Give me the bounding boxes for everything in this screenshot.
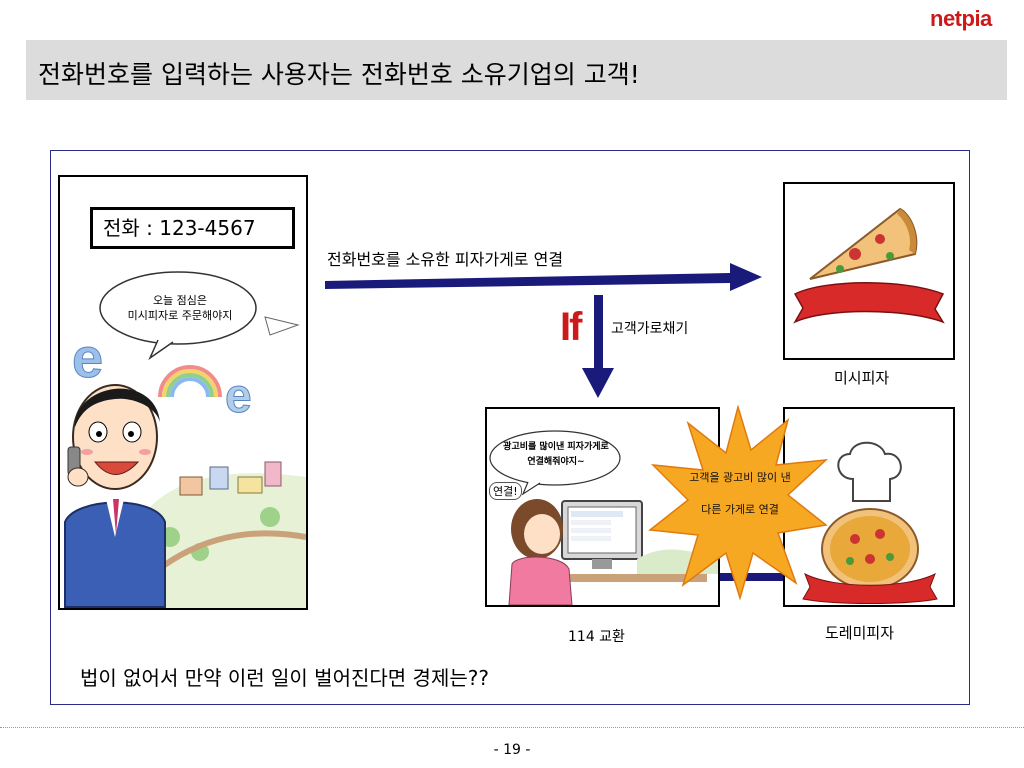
footer-divider xyxy=(0,727,1024,728)
starburst-line: 다른 가게로 연결 xyxy=(701,503,779,516)
caller-speech-bubble xyxy=(99,271,257,360)
dore-pizza-box xyxy=(783,407,955,607)
arrow-to-misi xyxy=(325,263,762,291)
phone-number-label: 전화 : 123-4567 xyxy=(90,207,295,249)
if-label: If xyxy=(560,305,582,349)
page-title: 전화번호를 입력하는 사용자는 전화번호 소유기업의 고객! xyxy=(38,60,640,89)
pizza-slice-icon xyxy=(793,207,945,324)
caller-speech-text: 오늘 점심은 미시피자로 주문해야지 xyxy=(105,293,255,323)
bottom-question: 법이 없어서 만약 이런 일이 벌어진다면 경제는?? xyxy=(80,666,489,690)
arrow-to-operator xyxy=(582,295,614,398)
dore-pizza-label: 도레미피자 xyxy=(825,624,895,642)
operator-illustration xyxy=(508,499,718,605)
operator-speech-line: 광고비를 많이낸 피자가게로 xyxy=(503,442,609,452)
operator-speech-bubble xyxy=(489,430,621,496)
caller-speech-line: 오늘 점심은 xyxy=(152,294,208,307)
netpia-logo: netpia xyxy=(930,6,992,31)
title-bar xyxy=(26,40,1007,100)
svg-text:e: e xyxy=(225,370,252,423)
page-number: - 19 - xyxy=(493,742,531,758)
misi-pizza-label: 미시피자 xyxy=(834,369,890,387)
warning-starburst xyxy=(648,405,828,600)
svg-text:e: e xyxy=(72,326,103,389)
caller-illustration: e e xyxy=(64,316,306,608)
starburst-text: 고객을 광고비 많이 낸 다른 가게로 연결 xyxy=(660,462,820,526)
connect-bubble: 연결! xyxy=(489,482,522,500)
operator-speech-text: 광고비를 많이낸 피자가게로 연결해줘야지~ xyxy=(492,440,620,470)
starburst-line: 고객을 광고비 많이 낸 xyxy=(689,471,791,484)
chef-pizza-icon xyxy=(802,441,938,604)
operator-label: 114 교환 xyxy=(568,629,625,645)
diagram-frame xyxy=(50,150,970,705)
misi-pizza-box xyxy=(783,182,955,360)
caller-speech-line: 미시피자로 주문해야지 xyxy=(127,309,233,322)
steal-customer-label: 고객가로채기 xyxy=(611,321,689,337)
connect-label: 전화번호를 소유한 피자가게로 연결 xyxy=(327,250,564,269)
operator-speech-line: 연결해줘야지~ xyxy=(527,457,585,467)
